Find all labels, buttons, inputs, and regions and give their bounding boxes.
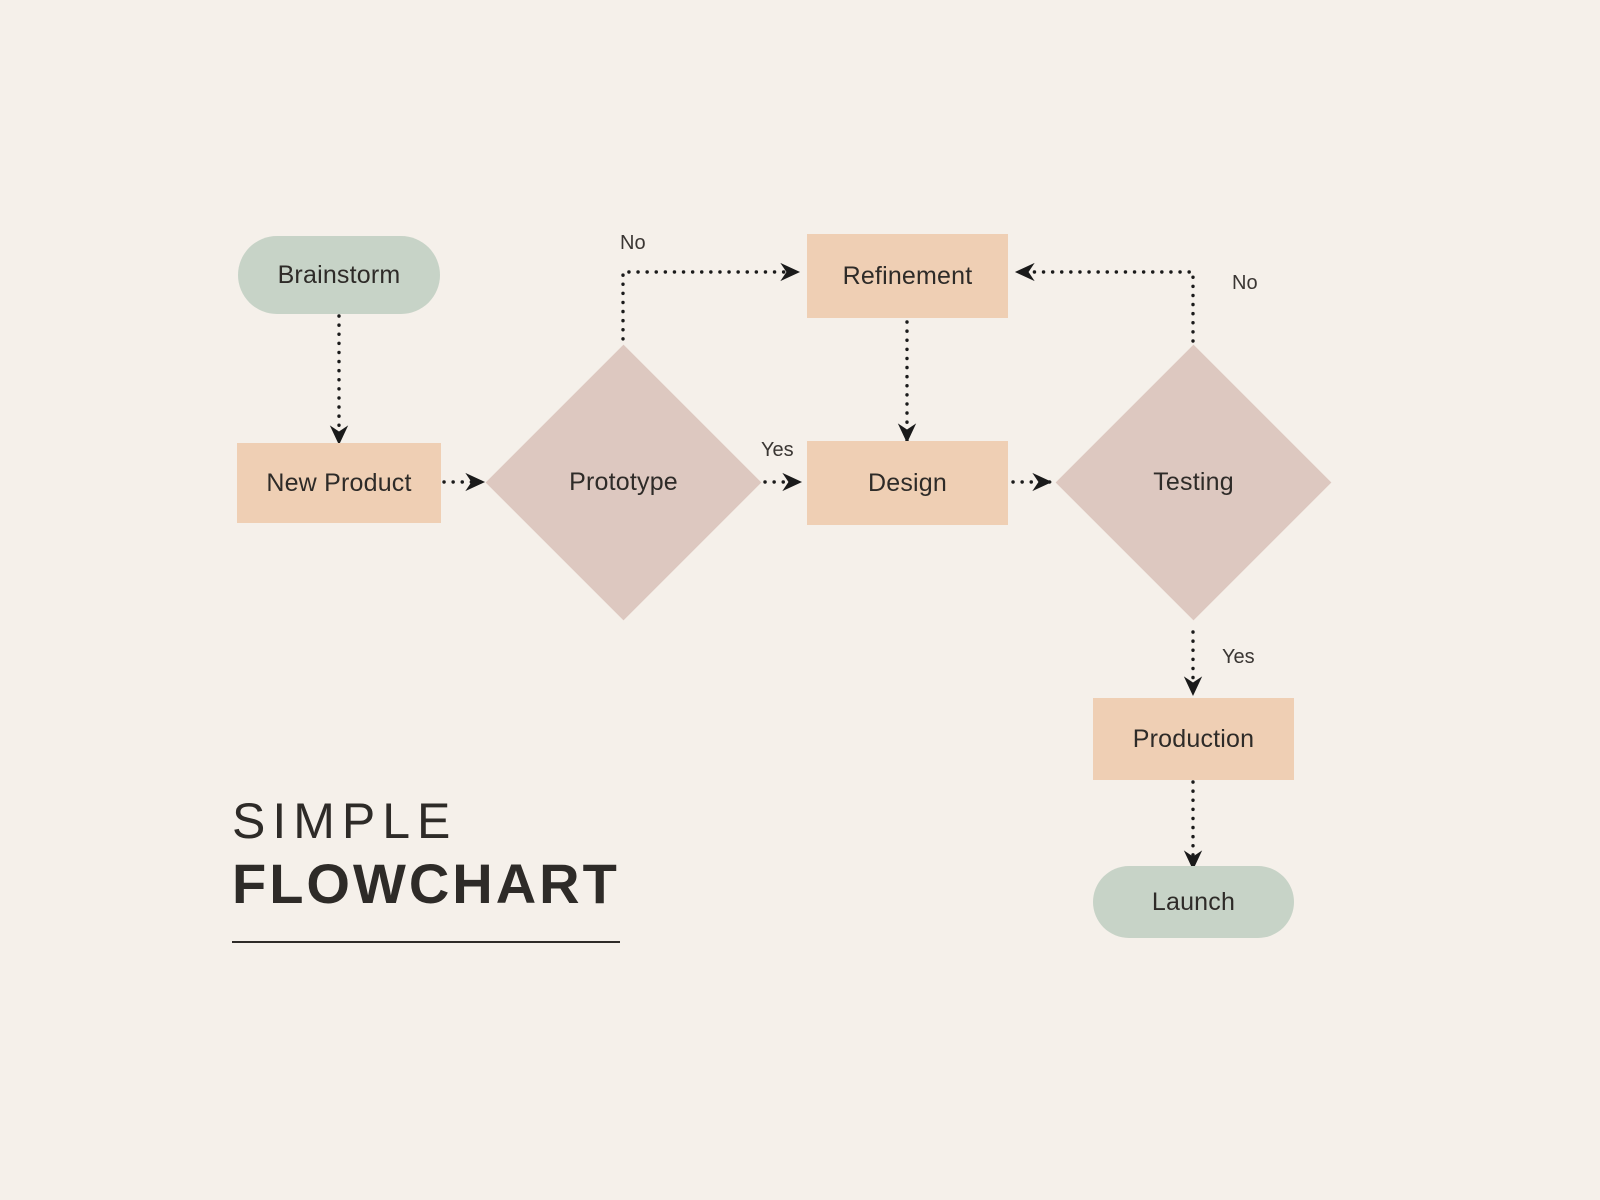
node-brainstorm[interactable]: Brainstorm <box>238 236 440 314</box>
node-testing[interactable]: Testing <box>1055 344 1332 621</box>
node-new-product-label: New Product <box>266 468 412 497</box>
edge-label-testing-no: No <box>1232 272 1258 294</box>
node-brainstorm-label: Brainstorm <box>277 260 401 289</box>
node-prototype-label: Prototype <box>569 468 678 496</box>
edge-label-prototype-no: No <box>620 232 646 254</box>
node-refinement-label: Refinement <box>842 261 973 290</box>
node-production-label: Production <box>1132 724 1255 753</box>
edge-label-prototype-yes: Yes <box>761 439 794 461</box>
node-refinement[interactable]: Refinement <box>807 234 1008 318</box>
node-launch-label: Launch <box>1151 887 1236 916</box>
title-block: SIMPLE FLOWCHART <box>232 793 632 944</box>
node-design[interactable]: Design <box>807 441 1008 525</box>
edge-prototype-no-to-refinement <box>621 262 801 350</box>
edge-testing-no-to-refinement <box>1014 262 1195 343</box>
node-new-product[interactable]: New Product <box>237 443 441 523</box>
title-line-flowchart: FLOWCHART <box>232 852 620 915</box>
edge-label-testing-yes: Yes <box>1222 646 1255 668</box>
title-line-simple: SIMPLE <box>232 793 458 849</box>
node-launch[interactable]: Launch <box>1093 866 1294 938</box>
node-design-label: Design <box>867 468 948 497</box>
title-underline-rule <box>232 941 620 944</box>
node-prototype[interactable]: Prototype <box>485 344 762 621</box>
node-testing-label: Testing <box>1153 468 1234 496</box>
node-production[interactable]: Production <box>1093 698 1294 780</box>
